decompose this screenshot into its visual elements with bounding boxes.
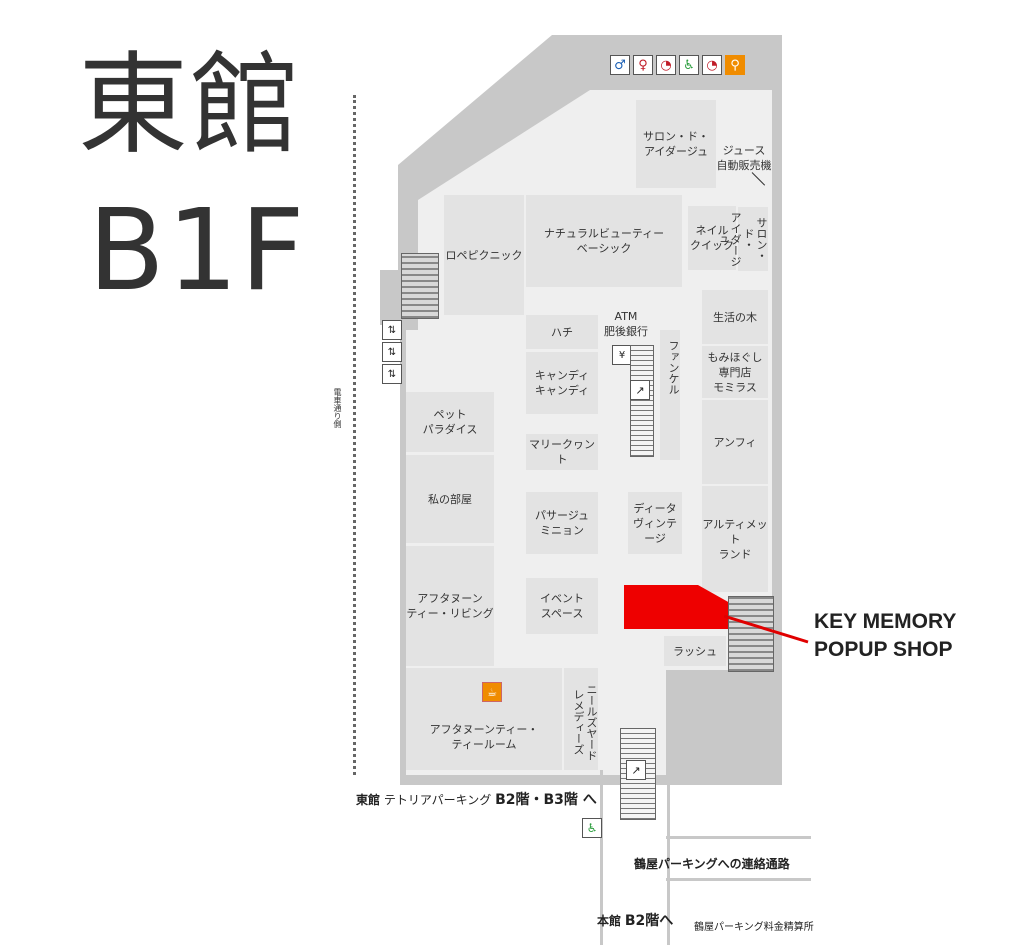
- shop-ultimate-land[interactable]: アルティメット ランド: [702, 486, 768, 592]
- shop-salon-top[interactable]: サロン・ド・ アイダージュ: [636, 100, 716, 188]
- main-building-prefix: 本館: [597, 914, 622, 928]
- parking-east-label: 東館 テトリアパーキング B2階・B3階 へ: [356, 789, 597, 809]
- shop-dieta-vintage[interactable]: ディータ ヴィンテージ: [628, 492, 682, 554]
- shop-hachi[interactable]: ハチ: [526, 315, 598, 349]
- stairs-west: [401, 253, 439, 319]
- parking-east-prefix: 東館: [356, 793, 381, 807]
- elevator-icon: ⇅: [382, 342, 402, 362]
- accessible-restroom-icon: ♿: [679, 55, 699, 75]
- female-restroom-icon: ♀: [633, 55, 653, 75]
- baby-icon: ◔: [656, 55, 676, 75]
- juice-vending-label: ジュース 自動販売機: [716, 144, 772, 172]
- shop-event-space[interactable]: イベント スペース: [526, 578, 598, 634]
- street-line: [353, 95, 356, 775]
- male-restroom-icon: ♂: [610, 55, 630, 75]
- shop-seikatsu[interactable]: 生活の木: [702, 290, 768, 344]
- building-title: 東館: [78, 41, 302, 169]
- floor-title: B1F: [88, 186, 307, 316]
- shop-nail-quick[interactable]: ネイル クイック: [688, 206, 736, 270]
- parking-east-floors: B2階・B3階 へ: [495, 792, 597, 808]
- parking-east-name: テトリアパーキング: [383, 793, 492, 807]
- shop-candy[interactable]: キャンディ キャンディ: [526, 352, 598, 414]
- cafe-icon: ☕: [482, 682, 502, 702]
- popup-shop-label: KEY MEMORY POPUP SHOP: [814, 610, 957, 661]
- escalator-icon: ↗: [630, 380, 650, 400]
- facility-icons: ♂ ♀ ◔ ♿ ◔ ⚲: [610, 55, 745, 75]
- shop-salon-side[interactable]: サロン・ド・ アイダージュ: [716, 207, 768, 271]
- tsuruya-passage-label: 鶴屋パーキングへの連絡通路: [634, 857, 790, 871]
- main-building-floor: B2階へ: [624, 913, 674, 929]
- shop-natural-beauty[interactable]: ナチュラルビューティー ベーシック: [526, 195, 682, 287]
- shop-pet-paradise[interactable]: ペット パラダイス: [406, 392, 494, 452]
- tsuruya-payment-label: 鶴屋パーキング料金精算所: [694, 922, 814, 933]
- shop-rope-picnic[interactable]: ロペピクニック: [444, 195, 524, 315]
- escalator-icon: ↗: [626, 760, 646, 780]
- shop-mary-quant[interactable]: マリークヮント: [526, 434, 598, 470]
- main-building-label: 本館 B2階へ: [597, 910, 673, 930]
- popup-shop-area: [624, 585, 730, 629]
- wheelchair-icon: ♿: [582, 818, 602, 838]
- shop-afternoon-living[interactable]: アフタヌーン ティー・リビング: [406, 546, 494, 666]
- shop-anfi[interactable]: アンフィ: [702, 400, 768, 484]
- elevator-icon: ⇅: [382, 364, 402, 384]
- shop-momi[interactable]: もみほぐし 専門店 モミラス: [702, 346, 768, 398]
- street-label: 電車通り側: [333, 388, 342, 428]
- shop-watashi-no-heya[interactable]: 私の部屋: [406, 455, 494, 543]
- baby-icon: ◔: [702, 55, 722, 75]
- nursing-icon: ⚲: [725, 55, 745, 75]
- shop-passage-mignon[interactable]: パサージュ ミニョン: [526, 492, 598, 554]
- atm-label: ATM 肥後銀行: [604, 310, 648, 338]
- popup-pointer-line: [724, 614, 809, 644]
- corridor-south: [600, 770, 670, 945]
- shop-lush[interactable]: ラッシュ: [664, 636, 726, 666]
- juice-vending: [716, 135, 772, 190]
- shop-fancl[interactable]: ファンケル: [660, 330, 680, 460]
- elevator-bank: ⇅ ⇅ ⇅: [382, 320, 412, 390]
- escalator-north: [630, 345, 654, 457]
- atm-icon[interactable]: ¥: [612, 345, 632, 365]
- east-wall-block: [666, 670, 772, 775]
- stairs-east: [728, 596, 774, 672]
- corridor-east: [666, 836, 811, 881]
- elevator-icon: ⇅: [382, 320, 402, 340]
- shop-neals-yard[interactable]: ニールズヤード レメディーズ: [564, 668, 598, 770]
- popup-shop-highlight[interactable]: [620, 585, 730, 635]
